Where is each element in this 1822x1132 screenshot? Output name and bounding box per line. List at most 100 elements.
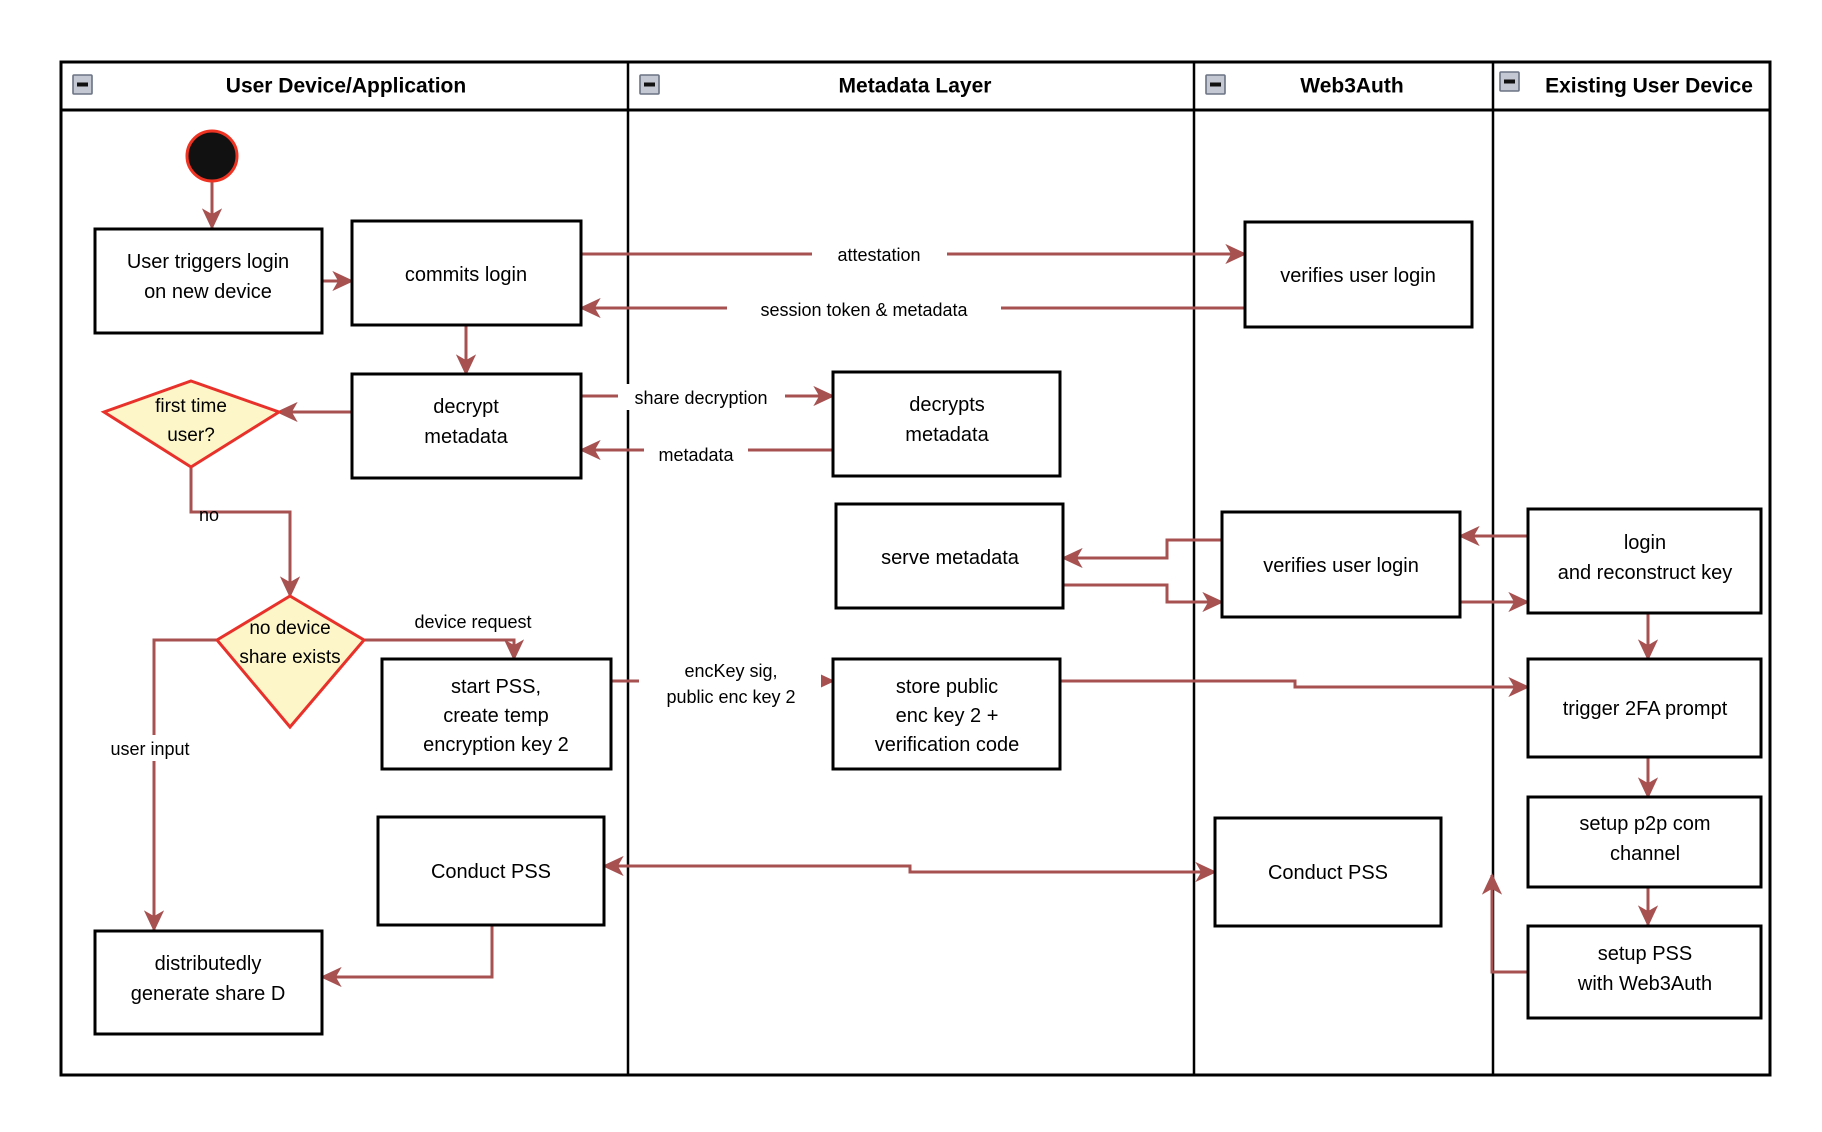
activity-label-line-1: verifies user login	[1280, 265, 1436, 287]
activity-label-line-2: metadata	[424, 426, 508, 448]
activity-user-triggers-login[interactable]: User triggers login on new device	[93, 227, 324, 335]
flow-device-request	[364, 638, 525, 661]
activity-conduct-pss-web3auth[interactable]: Conduct PSS	[1213, 816, 1443, 928]
edge-label-bg	[812, 241, 947, 267]
activity-box[interactable]	[1243, 220, 1474, 329]
minus-box-icon-bar	[77, 82, 88, 87]
flow-setup-pss-to-conduct-pss-web3auth	[1481, 873, 1528, 974]
activity-box[interactable]	[831, 370, 1062, 478]
activity-box[interactable]	[1526, 657, 1763, 759]
activity-box[interactable]	[834, 502, 1065, 610]
activity-label-line-2: generate share D	[131, 983, 286, 1005]
edge-label-bg	[94, 735, 214, 761]
flow-conduct-pss-to-generate-share-d	[320, 925, 494, 988]
lane-title-user-device: User Device/Application	[226, 75, 466, 98]
activity-verifies-user-login-mid[interactable]: verifies user login	[1220, 510, 1462, 619]
activity-label-line-1: decrypt	[433, 396, 499, 418]
decision-label-line-2: user?	[167, 425, 215, 446]
activity-label-line-1: start PSS,	[451, 676, 541, 698]
decision-label-line-2: share exists	[239, 647, 340, 668]
decision-label-line-1: no device	[249, 618, 330, 639]
edge-label-device-request-group: device request	[396, 608, 550, 634]
activity-verifies-user-login-top[interactable]: verifies user login	[1243, 220, 1474, 329]
activity-setup-p2p[interactable]: setup p2p com channel	[1526, 795, 1763, 889]
activity-box[interactable]	[380, 657, 613, 771]
activity-label-line-1: Conduct PSS	[1268, 862, 1388, 884]
edge-label-share-decryption-group: share decryption	[618, 384, 785, 410]
activity-box[interactable]	[93, 227, 324, 335]
activity-box[interactable]	[350, 372, 583, 480]
activity-label-line-3: verification code	[875, 734, 1020, 756]
decision-diamond[interactable]	[214, 594, 367, 730]
minus-box-icon-bar	[644, 82, 655, 87]
initial-node-circle	[185, 129, 239, 183]
flow-serve-metadata-to-verifies-login	[1063, 583, 1224, 613]
lane-header-user-device[interactable]: User Device/Application	[72, 74, 466, 98]
edge-label-device-request: device request	[414, 612, 531, 632]
activity-box[interactable]	[350, 219, 583, 327]
flow-conduct-pss-bidirectional	[602, 855, 1217, 883]
lane-header-web3auth[interactable]: Web3Auth	[1205, 74, 1404, 98]
decision-diamond[interactable]	[100, 379, 283, 469]
activity-label-line-1: setup p2p com	[1579, 813, 1710, 835]
activity-commits-login[interactable]: commits login	[350, 219, 583, 327]
activity-label-line-1: login	[1624, 532, 1666, 554]
lane-header-metadata-layer[interactable]: Metadata Layer	[639, 74, 992, 98]
activity-label-line-1: store public	[896, 676, 998, 698]
activity-label-line-1: serve metadata	[881, 547, 1020, 569]
edge-label-user-input: user input	[110, 739, 189, 759]
activity-store-public-enc-key[interactable]: store public enc key 2 + verification co…	[831, 657, 1062, 771]
edge-label-user-input-group: user input	[94, 735, 214, 761]
activity-label-line-1: decrypts	[909, 394, 985, 416]
edge-label-enckey-sig-line-1: encKey sig,	[684, 661, 777, 681]
minus-box-icon-bar	[1504, 79, 1515, 84]
activity-box[interactable]	[1526, 795, 1763, 889]
activity-start-pss[interactable]: start PSS, create temp encryption key 2	[380, 657, 613, 771]
activity-login-reconstruct-key[interactable]: login and reconstruct key	[1526, 507, 1763, 615]
decision-label-line-1: first time	[155, 396, 227, 417]
edge-label-first-time-no: no	[199, 505, 219, 525]
edge-label-enckey-sig-line-2: public enc key 2	[666, 687, 795, 707]
edge-label-bg	[618, 384, 785, 410]
activity-box[interactable]	[376, 815, 606, 927]
edge-labels: attestation session token & metadata sha…	[94, 241, 1001, 761]
lane-outer-frame	[59, 60, 1772, 1077]
activity-box[interactable]	[831, 657, 1062, 771]
activity-box[interactable]	[1213, 816, 1443, 928]
lane-title-metadata-layer: Metadata Layer	[839, 75, 992, 98]
activity-trigger-2fa[interactable]: trigger 2FA prompt	[1526, 657, 1763, 759]
edge-label-bg	[644, 441, 748, 467]
minus-box-icon-bar	[1210, 82, 1221, 87]
activity-label-line-2: and reconstruct key	[1558, 562, 1733, 584]
decision-first-time-user[interactable]: first time user?	[100, 379, 283, 469]
activity-box[interactable]	[1220, 510, 1462, 619]
activity-label-line-1: distributedly	[155, 953, 262, 975]
flow-first-time-user-no	[189, 467, 301, 598]
edge-label-session-token-group: session token & metadata	[727, 296, 1001, 322]
activity-generate-share-d[interactable]: distributedly generate share D	[93, 929, 324, 1036]
activity-label-line-2: channel	[1610, 843, 1680, 865]
decision-no-device-share-exists[interactable]: no device share exists	[214, 594, 367, 730]
activity-label-line-2: with Web3Auth	[1577, 973, 1712, 995]
activity-label-line-1: User triggers login	[127, 251, 289, 273]
edge-label-share-decryption: share decryption	[634, 388, 767, 408]
activity-label-line-3: encryption key 2	[423, 734, 569, 756]
activity-label-line-2: on new device	[144, 281, 272, 303]
flow-user-input	[143, 638, 217, 932]
edge-label-metadata: metadata	[658, 445, 734, 465]
activity-serve-metadata[interactable]: serve metadata	[834, 502, 1065, 610]
activity-setup-pss-web3auth[interactable]: setup PSS with Web3Auth	[1526, 924, 1763, 1020]
flow-verifies-login-to-serve-metadata	[1061, 538, 1222, 569]
activity-decrypts-metadata[interactable]: decrypts metadata	[831, 370, 1062, 478]
edge-label-attestation-group: attestation	[812, 241, 947, 267]
activity-label-line-1: trigger 2FA prompt	[1563, 698, 1728, 720]
activity-box[interactable]	[93, 929, 324, 1036]
lane-header-existing-device[interactable]: Existing User Device	[1499, 71, 1753, 98]
activity-label-line-1: setup PSS	[1598, 943, 1693, 965]
activity-box[interactable]	[1526, 507, 1763, 615]
activity-conduct-pss-user-device[interactable]: Conduct PSS	[376, 815, 606, 927]
activity-box[interactable]	[1526, 924, 1763, 1020]
activity-decrypt-metadata[interactable]: decrypt metadata	[350, 372, 583, 480]
